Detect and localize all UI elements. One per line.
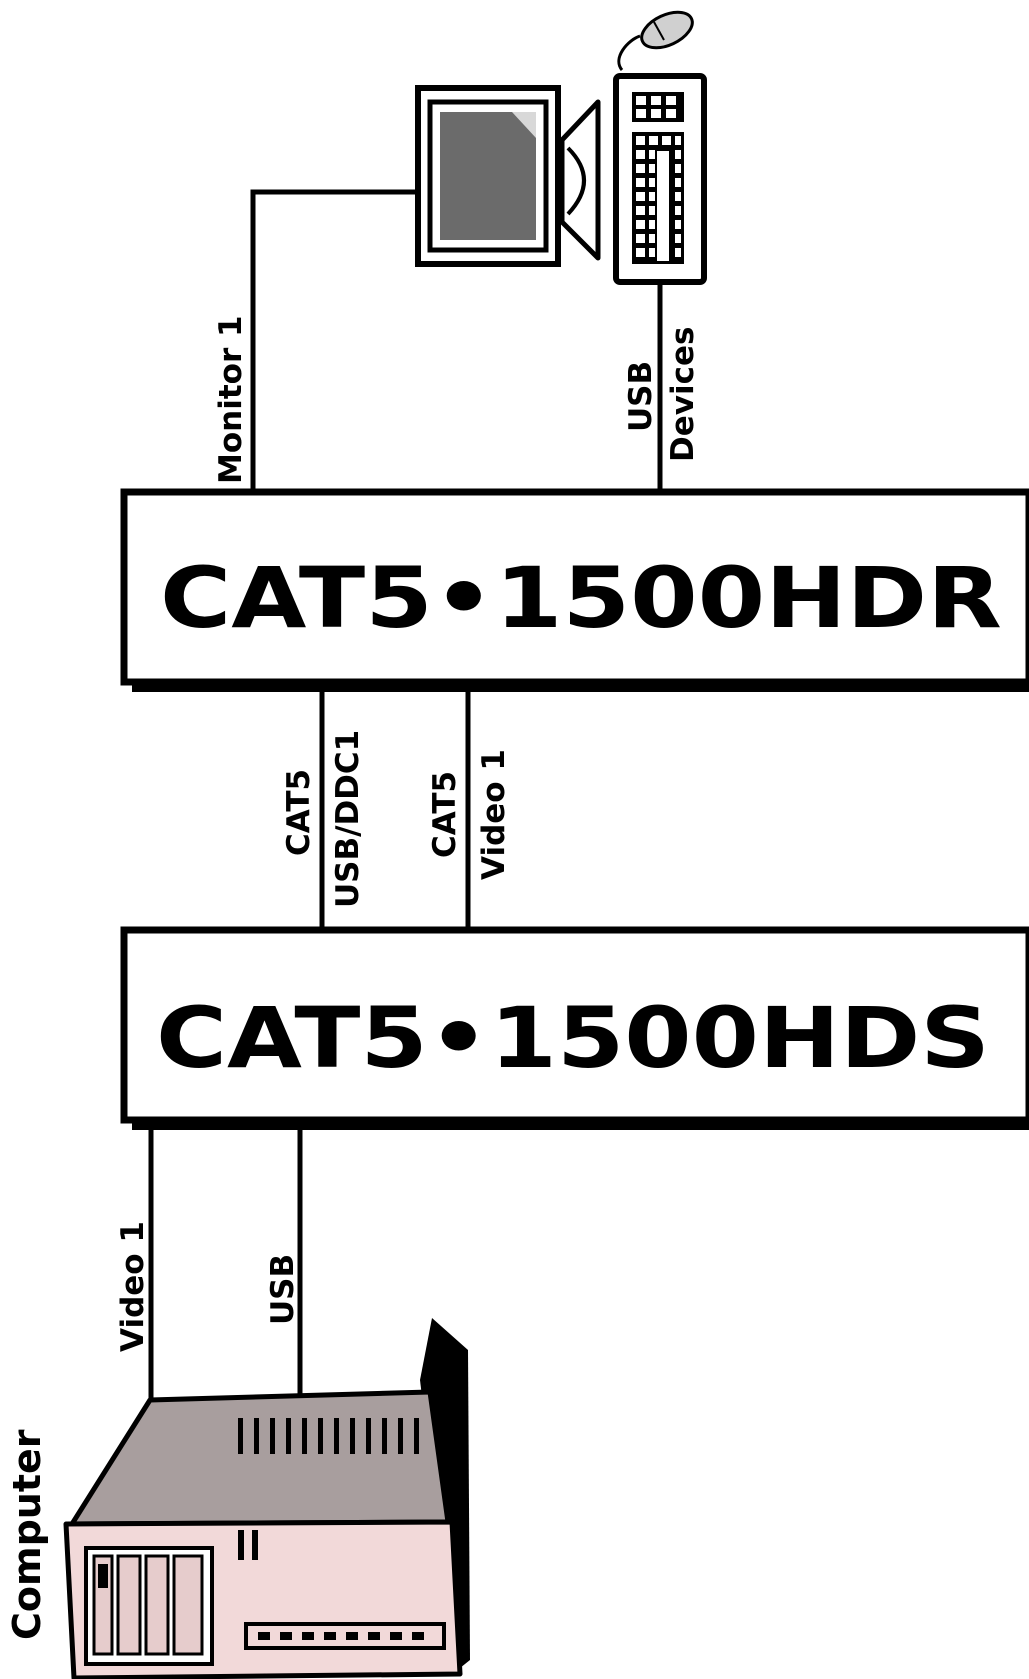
sender-label: CAT5•1500HDS [156, 989, 990, 1087]
monitor-icon [415, 85, 561, 267]
usb-devices-label-line2: Devices [665, 327, 701, 462]
computer-icon [63, 1318, 470, 1679]
speaker-icon [559, 99, 601, 261]
pc-video-label: Video 1 [115, 1221, 151, 1352]
receiver-label: CAT5•1500HDR [160, 549, 1002, 647]
cat5-video-label-line1: CAT5 [427, 771, 463, 858]
pc-usb-label: USB [265, 1254, 301, 1325]
sender-unit: CAT5•1500HDS [120, 926, 1029, 1130]
keyboard-icon [613, 73, 707, 285]
receiver-unit: CAT5•1500HDR [120, 488, 1029, 692]
monitor-cable [250, 189, 418, 494]
cat5-video-label-line2: Video 1 [476, 749, 512, 880]
monitor-label: Monitor 1 [213, 315, 249, 484]
cat5-usb-label-line1: CAT5 [281, 769, 317, 856]
cat5-usb-label-line2: USB/DDC1 [330, 730, 366, 908]
computer-label: Computer [5, 1429, 49, 1640]
wires [148, 189, 663, 1408]
mouse-icon [617, 10, 694, 71]
usb-devices-label-line1: USB [623, 361, 659, 432]
